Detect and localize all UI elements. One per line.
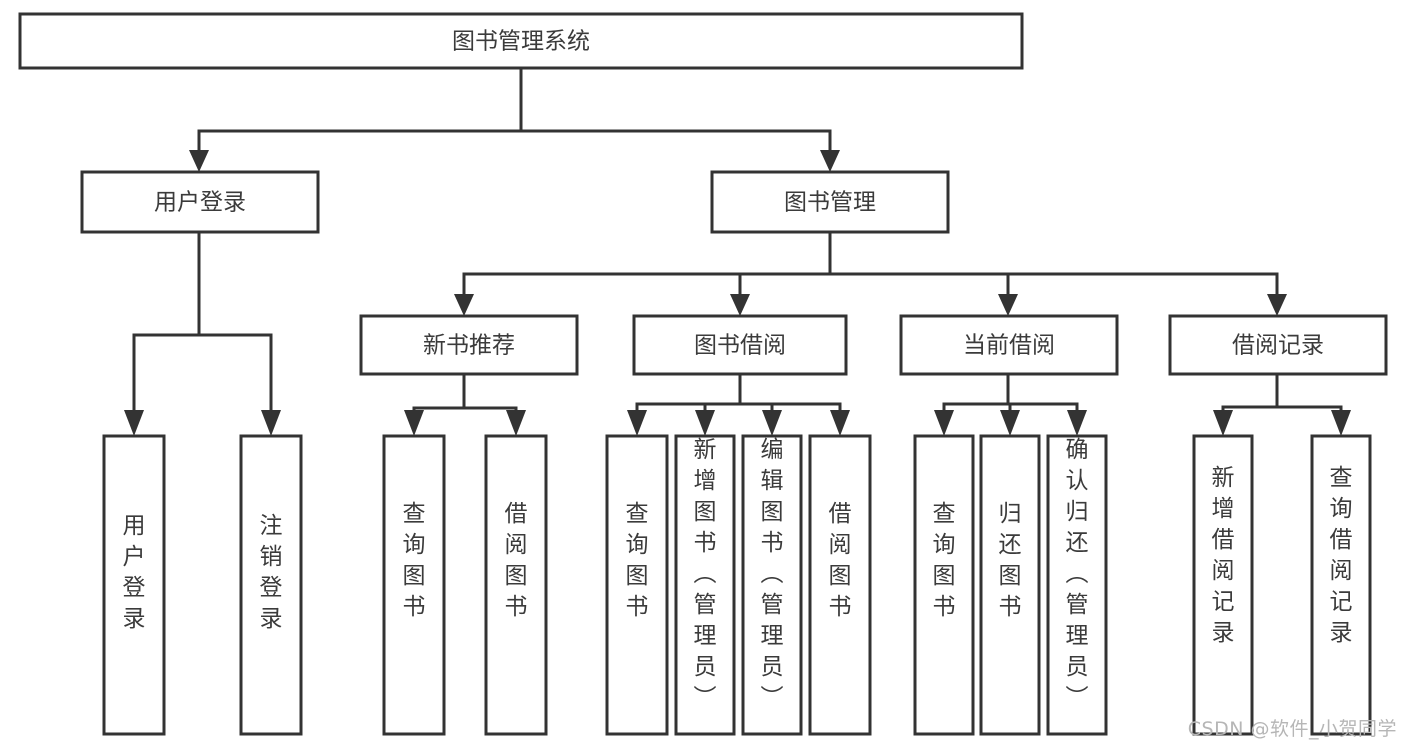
node-box xyxy=(239,434,303,736)
leaf-node-query-book-current[interactable]: 查询图书 xyxy=(913,434,975,736)
leaf-node-add-borrow-record[interactable]: 新增借阅记录 xyxy=(1192,434,1254,736)
arrowhead-icon xyxy=(762,410,782,436)
leaf-node-query-book-borrow[interactable]: 查询图书 xyxy=(605,434,669,736)
node-current-borrow[interactable]: 当前借阅 xyxy=(899,314,1119,376)
node-label: 查询借阅记录 xyxy=(1330,465,1353,646)
node-label: 借阅图书 xyxy=(505,501,528,620)
leaf-node-confirm-return-admin[interactable]: 确认归还︵管理员︶ xyxy=(1046,434,1108,736)
node-label: 新增图书︵管理员︶ xyxy=(694,437,717,711)
node-box xyxy=(359,314,579,376)
node-label: 借阅图书 xyxy=(829,501,852,620)
node-label: 注销登录 xyxy=(260,513,283,632)
leaf-node-query-book-recommend[interactable]: 查询图书 xyxy=(382,434,446,736)
arrowhead-icon xyxy=(998,294,1018,316)
arrowhead-icon xyxy=(124,410,144,436)
node-box xyxy=(80,170,320,234)
arrowhead-icon xyxy=(820,150,840,172)
arrowhead-icon xyxy=(627,410,647,436)
node-box xyxy=(1310,434,1372,736)
node-box xyxy=(605,434,669,736)
node-label: 查询图书 xyxy=(626,501,649,620)
node-box xyxy=(18,12,1024,70)
arrowhead-icon xyxy=(404,410,424,436)
node-box xyxy=(102,434,166,736)
node-box xyxy=(632,314,848,376)
node-label: 新增借阅记录 xyxy=(1212,465,1235,646)
leaf-node-edit-book-admin[interactable]: 编辑图书︵管理员︶ xyxy=(741,434,803,736)
node-box xyxy=(674,434,736,736)
node-box xyxy=(710,170,950,234)
node-new-book-recommend[interactable]: 新书推荐 xyxy=(359,314,579,376)
leaf-node-borrow-book-recommend[interactable]: 借阅图书 xyxy=(484,434,548,736)
node-label: 图书管理 xyxy=(784,190,876,216)
arrowhead-group xyxy=(124,150,1351,436)
node-label: 图书借阅 xyxy=(694,333,786,359)
node-box xyxy=(979,434,1041,736)
node-box xyxy=(899,314,1119,376)
arrowhead-icon xyxy=(506,410,526,436)
node-root-book-system[interactable]: 图书管理系统 xyxy=(18,12,1024,70)
leaf-node-add-book-admin[interactable]: 新增图书︵管理员︶ xyxy=(674,434,736,736)
node-box xyxy=(382,434,446,736)
arrowhead-icon xyxy=(934,410,954,436)
arrowhead-icon xyxy=(1000,410,1020,436)
leaf-node-logout[interactable]: 注销登录 xyxy=(239,434,303,736)
node-label: 当前借阅 xyxy=(963,333,1055,359)
node-label: 查询图书 xyxy=(403,501,426,620)
node-box xyxy=(484,434,548,736)
node-box xyxy=(1046,434,1108,736)
arrowhead-icon xyxy=(1213,410,1233,436)
node-box xyxy=(1168,314,1388,376)
arrowhead-icon xyxy=(189,150,209,172)
node-box xyxy=(1192,434,1254,736)
node-label: 归还图书 xyxy=(999,501,1022,620)
arrowhead-icon xyxy=(730,294,750,316)
node-user-login[interactable]: 用户登录 xyxy=(80,170,320,234)
arrowhead-icon xyxy=(1067,410,1087,436)
node-label: 编辑图书︵管理员︶ xyxy=(761,437,784,711)
node-label: 新书推荐 xyxy=(423,333,515,359)
node-label: 查询图书 xyxy=(933,501,956,620)
node-label: 图书管理系统 xyxy=(452,29,590,55)
leaf-node-borrow-book[interactable]: 借阅图书 xyxy=(808,434,872,736)
node-label: 用户登录 xyxy=(123,513,146,632)
arrowhead-icon xyxy=(261,410,281,436)
leaf-node-user-login[interactable]: 用户登录 xyxy=(102,434,166,736)
node-book-borrow[interactable]: 图书借阅 xyxy=(632,314,848,376)
leaf-node-return-book[interactable]: 归还图书 xyxy=(979,434,1041,736)
node-box xyxy=(913,434,975,736)
node-label: 确认归还︵管理员︶ xyxy=(1066,437,1089,711)
arrowhead-icon xyxy=(830,410,850,436)
node-box xyxy=(741,434,803,736)
node-label: 用户登录 xyxy=(154,190,246,216)
node-box xyxy=(808,434,872,736)
node-book-management[interactable]: 图书管理 xyxy=(710,170,950,234)
arrowhead-icon xyxy=(454,294,474,316)
arrowhead-icon xyxy=(1267,294,1287,316)
node-borrow-record[interactable]: 借阅记录 xyxy=(1168,314,1388,376)
arrowhead-icon xyxy=(1331,410,1351,436)
node-label: 借阅记录 xyxy=(1232,333,1324,359)
arrowhead-icon xyxy=(695,410,715,436)
leaf-node-query-borrow-record[interactable]: 查询借阅记录 xyxy=(1310,434,1372,736)
